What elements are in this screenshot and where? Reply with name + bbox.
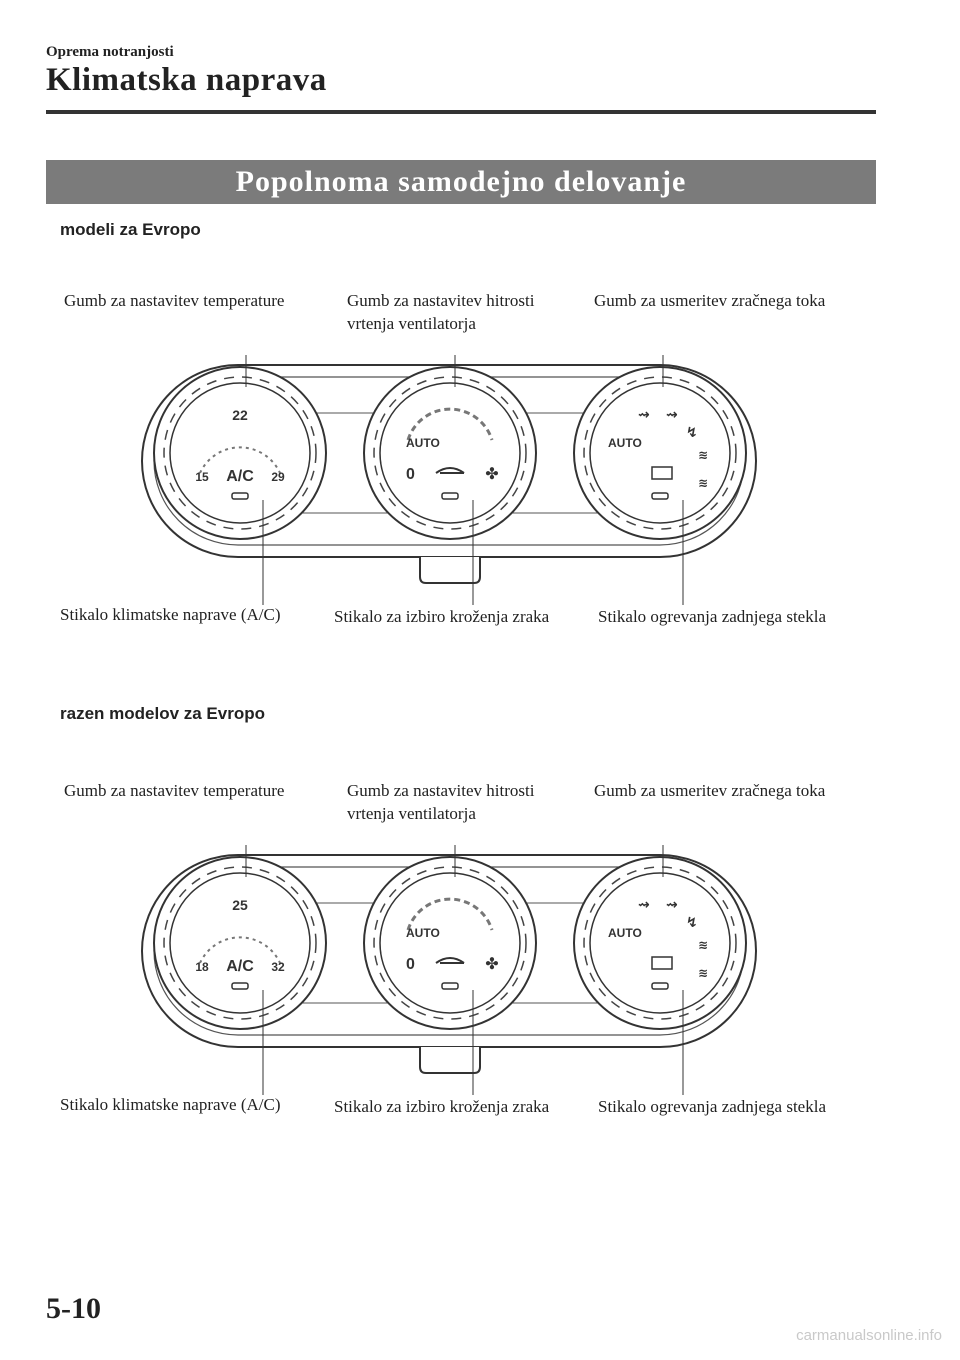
temp-min-value: 15 — [195, 470, 209, 484]
windshield-defrost-icon: ≋ — [698, 966, 708, 980]
label-ac-switch: Stikalo klimatske naprave (A/C) — [60, 1095, 281, 1114]
ac-label: A/C — [226, 958, 254, 975]
label-rear-defrost-switch: Stikalo ogrevanja zadnjega stekla — [598, 1097, 826, 1116]
figure-1-subtitle: modeli za Evropo — [60, 220, 201, 239]
label-temp-knob: Gumb za nastavitev temperature — [64, 291, 285, 310]
page-number: 5-10 — [46, 1292, 101, 1325]
label-rear-defrost-switch: Stikalo ogrevanja zadnjega stekla — [598, 607, 826, 626]
vent-bilevel-icon: ⇝ — [666, 406, 678, 422]
front-defrost-icon: ≋ — [698, 938, 708, 952]
label-fan-knob-line1: Gumb za nastavitev hitrosti — [347, 781, 535, 800]
recirculation-icon — [435, 467, 465, 474]
section-label: Oprema notranjosti — [46, 44, 174, 60]
label-airflow-knob: Gumb za usmeritev zračnega toka — [594, 781, 826, 800]
climate-panel-diagram: 25 18 32 A/C AUTO 0 ✤ AUTO ⇝ ⇝ ↯ ≋ ≋ — [140, 845, 760, 1095]
fan-icon: ✤ — [485, 466, 498, 483]
fan-speed-knob: AUTO 0 ✤ — [363, 366, 537, 540]
label-recirc-switch: Stikalo za izbiro kroženja zraka — [334, 1097, 550, 1116]
watermark: carmanualsonline.info — [796, 1327, 942, 1344]
airflow-mode-knob: AUTO ⇝ ⇝ ↯ ≋ ≋ — [573, 366, 747, 540]
temp-center-value: 25 — [232, 897, 248, 913]
label-fan-knob-line2: vrtenja ventilatorja — [347, 314, 476, 333]
fan-icon: ✤ — [485, 956, 498, 973]
ac-label: A/C — [226, 468, 254, 485]
figure-2-subtitle: razen modelov za Evropo — [60, 704, 265, 723]
temp-center-value: 22 — [232, 407, 248, 423]
airflow-mode-knob: AUTO ⇝ ⇝ ↯ ≋ ≋ — [573, 856, 747, 1030]
vent-floor-icon: ↯ — [686, 914, 698, 930]
auto-label: AUTO — [406, 926, 440, 940]
fan-zero-label: 0 — [406, 466, 415, 483]
rear-defrost-icon — [651, 956, 673, 970]
recirculation-icon — [435, 957, 465, 964]
temp-max-value: 29 — [271, 470, 285, 484]
label-temp-knob: Gumb za nastavitev temperature — [64, 781, 285, 800]
temp-max-value: 32 — [271, 960, 285, 974]
fan-speed-knob: AUTO 0 ✤ — [363, 856, 537, 1030]
label-recirc-switch: Stikalo za izbiro kroženja zraka — [334, 607, 550, 626]
label-airflow-knob: Gumb za usmeritev zračnega toka — [594, 291, 826, 310]
label-ac-switch: Stikalo klimatske naprave (A/C) — [60, 605, 281, 624]
climate-panel-svg: 25 18 32 A/C AUTO 0 ✤ AUTO ⇝ ⇝ ↯ ≋ ≋ — [141, 845, 757, 1095]
label-fan-knob-line2: vrtenja ventilatorja — [347, 804, 476, 823]
climate-panel-svg: 22 15 29 A/C AUTO 0 ✤ AUTO ⇝ ⇝ ↯ ≋ — [141, 355, 757, 605]
vent-bilevel-icon: ⇝ — [666, 896, 678, 912]
windshield-defrost-icon: ≋ — [698, 476, 708, 490]
vent-face-icon: ⇝ — [638, 896, 650, 912]
auto-label-right: AUTO — [608, 436, 642, 450]
label-fan-knob-line1: Gumb za nastavitev hitrosti — [347, 291, 535, 310]
rear-defrost-icon — [651, 466, 673, 480]
climate-panel-diagram: 22 15 29 A/C AUTO 0 ✤ AUTO ⇝ ⇝ ↯ ≋ — [140, 355, 760, 605]
temperature-knob: 22 15 29 A/C — [153, 366, 327, 540]
vent-floor-icon: ↯ — [686, 424, 698, 440]
fan-zero-label: 0 — [406, 956, 415, 973]
front-defrost-icon: ≋ — [698, 448, 708, 462]
chapter-title: Klimatska naprava — [46, 62, 327, 98]
vent-face-icon: ⇝ — [638, 406, 650, 422]
auto-label: AUTO — [406, 436, 440, 450]
temperature-knob: 25 18 32 A/C — [153, 856, 327, 1030]
section-banner: Popolnoma samodejno delovanje — [46, 160, 876, 204]
header-rule — [46, 110, 876, 114]
auto-label-right: AUTO — [608, 926, 642, 940]
temp-min-value: 18 — [195, 960, 209, 974]
